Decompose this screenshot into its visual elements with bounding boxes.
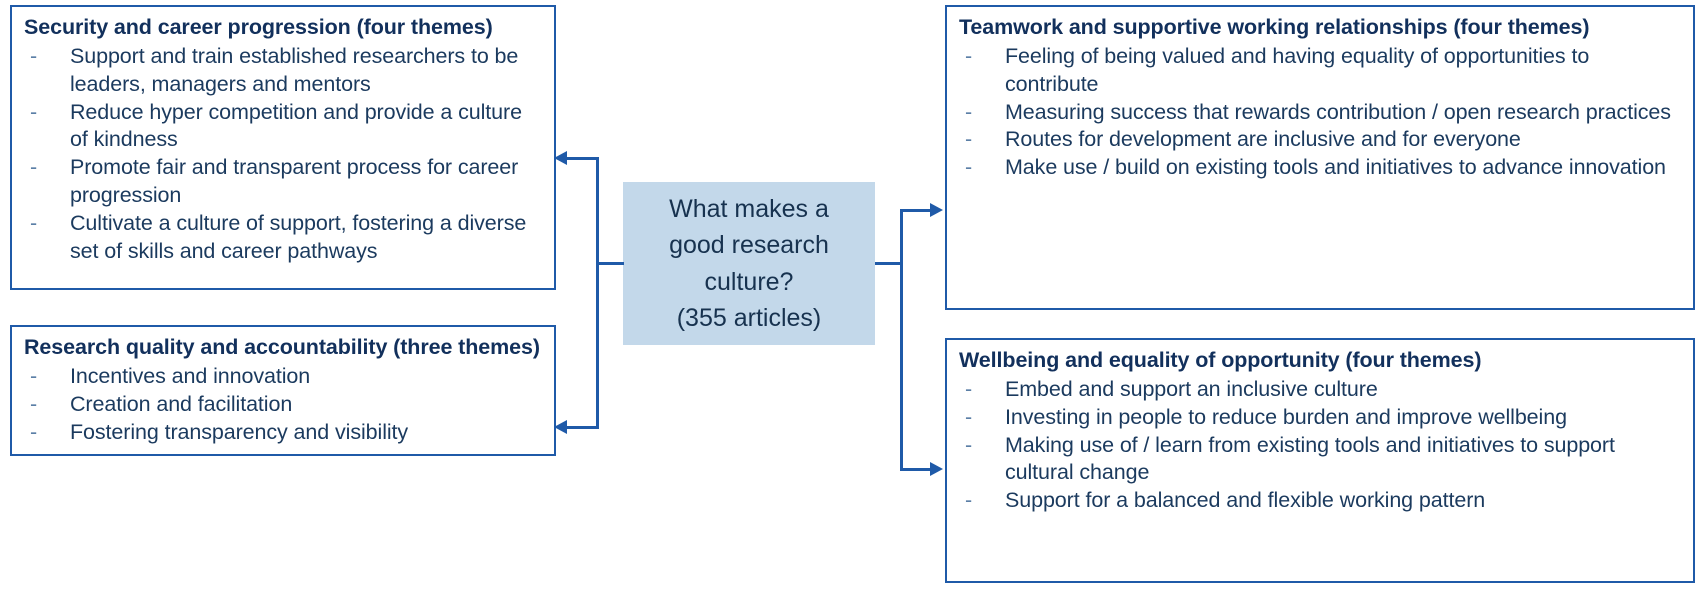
list-item-text: Support and train established researcher…	[70, 43, 519, 96]
list-item: - Support for a balanced and flexible wor…	[959, 487, 1681, 515]
bullet-dash-icon: -	[965, 127, 973, 152]
bullet-dash-icon: -	[965, 376, 973, 401]
center-node-research-culture[interactable]: What makes a good research culture? (355…	[623, 182, 875, 345]
list-item: - Incentives and innovation	[24, 363, 542, 391]
box-title-wellbeing-and-equality-of-opportunity: Wellbeing and equality of opportunity (f…	[959, 348, 1482, 372]
connector-to-security-box	[567, 157, 599, 160]
list-item-text: Making use of / learn from existing tool…	[1005, 432, 1615, 485]
connector-left-stub	[596, 262, 624, 265]
list-item-text: Investing in people to reduce burden and…	[1005, 404, 1567, 429]
bullet-dash-icon: -	[965, 404, 973, 429]
list-item-text: Feeling of being valued and having equal…	[1005, 43, 1590, 96]
list-item-text: Promote fair and transparent process for…	[70, 155, 519, 208]
list-item: - Creation and facilitation	[24, 391, 542, 419]
bullet-dash-icon: -	[30, 43, 38, 68]
list-item-text: Incentives and innovation	[70, 363, 311, 388]
bullet-dash-icon: -	[965, 155, 973, 180]
box-research-quality-and-accountability[interactable]: Research quality and accountability (thr…	[10, 325, 556, 456]
arrow-right-icon-wellbeing	[930, 462, 943, 476]
list-item-text: Creation and facilitation	[70, 391, 293, 416]
list-item: - Make use / build on existing tools and …	[959, 154, 1681, 182]
list-item: - Cultivate a culture of support, fosteri…	[24, 210, 542, 266]
list-item-text: Cultivate a culture of support, fosterin…	[70, 210, 527, 263]
connector-right-trunk	[900, 209, 903, 471]
bullet-dash-icon: -	[30, 210, 38, 235]
list-item-text: Routes for development are inclusive and…	[1005, 127, 1521, 152]
bullet-dash-icon: -	[965, 432, 973, 457]
connector-right-stub	[875, 262, 903, 265]
bullet-list-security-and-career-progression: - Support and train established researche…	[24, 43, 542, 266]
connector-to-research-quality-box	[567, 426, 599, 429]
connector-to-teamwork-box	[900, 209, 932, 212]
bullet-dash-icon: -	[965, 99, 973, 124]
bullet-list-research-quality-and-accountability: - Incentives and innovation - Creation and…	[24, 363, 542, 446]
list-item: - Promote fair and transparent process fo…	[24, 154, 542, 210]
bullet-list-teamwork-and-supportive-working-relationships: - Feeling of being valued and having equa…	[959, 43, 1681, 182]
list-item-text: Make use / build on existing tools and i…	[1005, 155, 1666, 180]
bullet-dash-icon: -	[965, 488, 973, 513]
connector-to-wellbeing-box	[900, 468, 932, 471]
bullet-list-wellbeing-and-equality-of-opportunity: -Embed and support an inclusive culture …	[959, 376, 1681, 515]
list-item-text: Fostering transparency and visibility	[70, 419, 409, 444]
box-wellbeing-and-equality-of-opportunity[interactable]: Wellbeing and equality of opportunity (f…	[945, 338, 1695, 583]
center-node-line: culture?	[704, 267, 794, 296]
list-item: - Making use of / learn from existing too…	[959, 432, 1681, 488]
center-node-line: (355 articles)	[676, 303, 822, 332]
connector-left-trunk	[596, 157, 599, 428]
list-item: - Feeling of being valued and having equa…	[959, 43, 1681, 99]
bullet-dash-icon: -	[30, 363, 38, 388]
center-node-label: What makes a good research culture? (355…	[661, 191, 837, 336]
bullet-dash-icon: -	[30, 391, 38, 416]
bullet-dash-icon: -	[965, 43, 973, 68]
list-item: - Measuring success that rewards contribu…	[959, 99, 1681, 127]
box-title-security-and-career-progression: Security and career progression (four th…	[24, 15, 493, 39]
arrow-left-icon-security	[554, 151, 567, 165]
box-title-research-quality-and-accountability: Research quality and accountability (thr…	[24, 335, 540, 359]
list-item-text: Embed and support an inclusive culture	[1005, 376, 1378, 401]
arrow-right-icon-teamwork	[930, 203, 943, 217]
list-item: - Investing in people to reduce burden an…	[959, 404, 1681, 432]
bullet-dash-icon: -	[30, 155, 38, 180]
list-item: - Reduce hyper competition and provide a …	[24, 99, 542, 155]
list-item-text: Support for a balanced and flexible work…	[1005, 488, 1486, 513]
arrow-left-icon-research-quality	[554, 420, 567, 434]
list-item: - Embed and support an inclusive culture	[959, 376, 1681, 404]
list-item-text: Reduce hyper competition and provide a c…	[70, 99, 522, 152]
list-item: - Support and train established researche…	[24, 43, 542, 99]
list-item: - Fostering transparency and visibility	[24, 419, 542, 447]
box-security-and-career-progression[interactable]: Security and career progression (four th…	[10, 5, 556, 290]
bullet-dash-icon: -	[30, 99, 38, 124]
list-item: - Routes for development are inclusive an…	[959, 126, 1681, 154]
center-node-line: good research	[669, 231, 829, 260]
box-title-teamwork-and-supportive-working-relationships: Teamwork and supportive working relation…	[959, 15, 1590, 39]
bullet-dash-icon: -	[30, 419, 38, 444]
center-node-line: What makes a	[669, 195, 829, 223]
list-item-text: Measuring success that rewards contribut…	[1005, 99, 1671, 124]
box-teamwork-and-supportive-working-relationships[interactable]: Teamwork and supportive working relation…	[945, 5, 1695, 310]
